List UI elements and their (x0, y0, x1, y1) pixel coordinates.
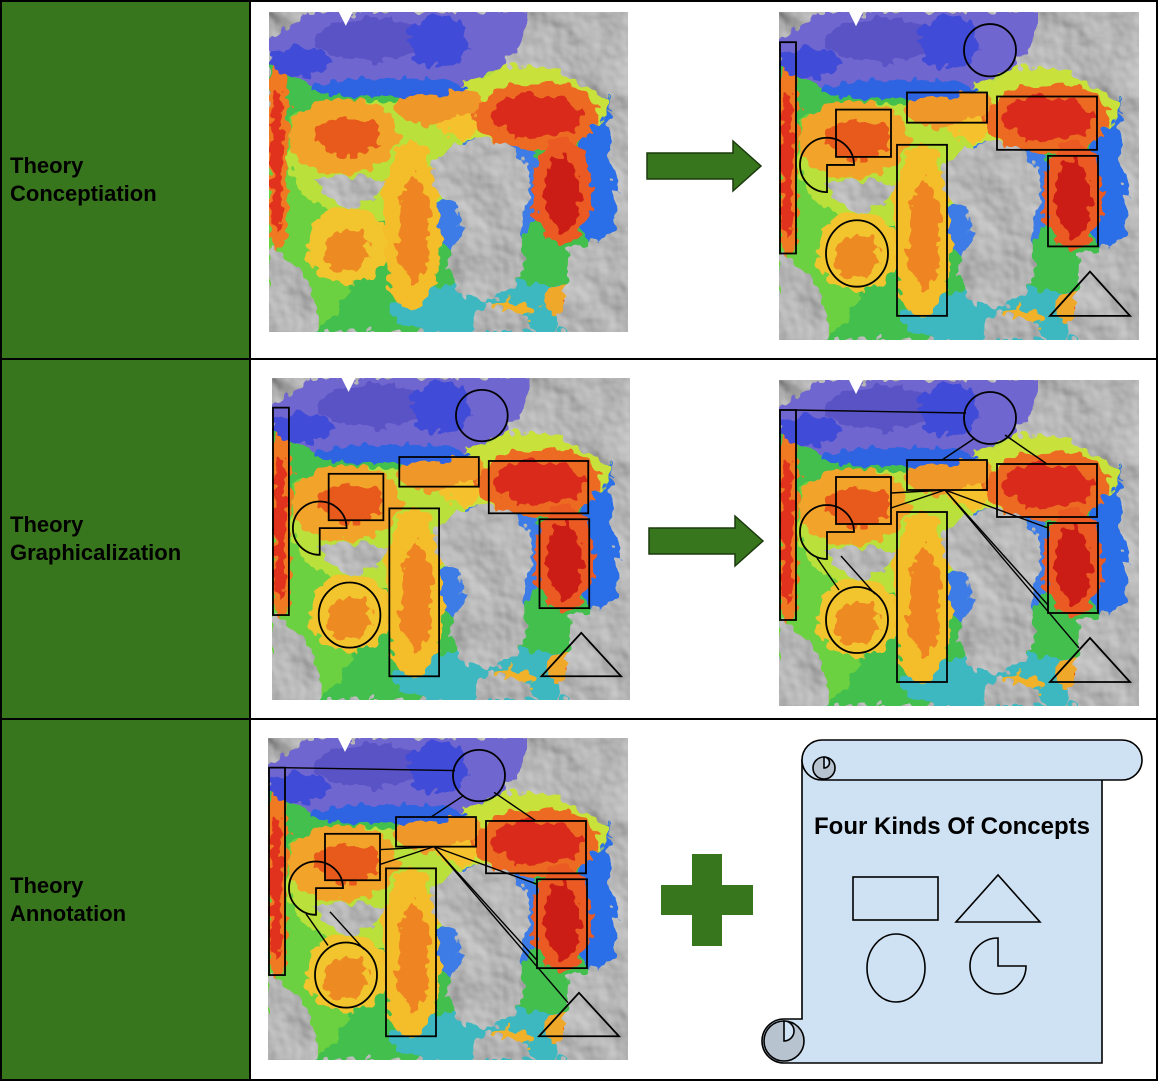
scroll-bottom-curl-tab (783, 1020, 795, 1042)
row-label-line: Graphicalization (10, 540, 182, 565)
rectangle-icon (852, 876, 939, 921)
row-label: Theory Graphicalization (10, 511, 181, 567)
heatmap-panel-graph (779, 380, 1139, 706)
heatmap-image (779, 380, 1139, 706)
row-label-line: Theory (10, 153, 84, 178)
heatmap-image (268, 738, 628, 1060)
arrow-right-icon (648, 514, 765, 568)
pacman-icon (969, 937, 1027, 995)
heatmap-panel-conceptualized (779, 12, 1139, 340)
heatmap-image (779, 12, 1139, 340)
row-label-cell-conceptiation: Theory Conceptiation (2, 2, 249, 358)
row-divider (2, 718, 1156, 720)
column-divider (249, 2, 251, 1079)
scroll-top-roll (801, 739, 1143, 781)
row-label-cell-annotation: Theory Annotation (2, 720, 249, 1079)
row-label-line: Conceptiation (10, 181, 157, 206)
heatmap-panel-raw (269, 12, 628, 332)
plus-icon (661, 854, 753, 946)
arrow-right-icon (646, 139, 763, 193)
circle-icon (866, 933, 926, 1003)
arrow-shape (646, 139, 763, 193)
heatmap-panel-conceptualized (272, 378, 630, 700)
scroll-top-curl-tab (823, 756, 831, 769)
heatmap-image (269, 12, 628, 332)
heatmap-image (272, 378, 630, 700)
row-divider (2, 358, 1156, 360)
scroll-title: Four Kinds Of Concepts (814, 813, 1090, 840)
arrow-shape (648, 514, 765, 568)
triangle-icon (954, 873, 1042, 923)
row-label: Theory Annotation (10, 872, 126, 928)
row-label-line: Annotation (10, 900, 127, 926)
plus-shape (661, 854, 753, 946)
row-label-cell-graphicalization: Theory Graphicalization (2, 360, 249, 718)
scroll-icon: Four Kinds Of Concepts (761, 739, 1143, 1064)
row-label-line: Theory (10, 512, 84, 537)
row-label: Theory Conceptiation (10, 152, 157, 208)
row-label-line: Theory (10, 872, 84, 898)
heatmap-panel-graph (268, 738, 628, 1060)
